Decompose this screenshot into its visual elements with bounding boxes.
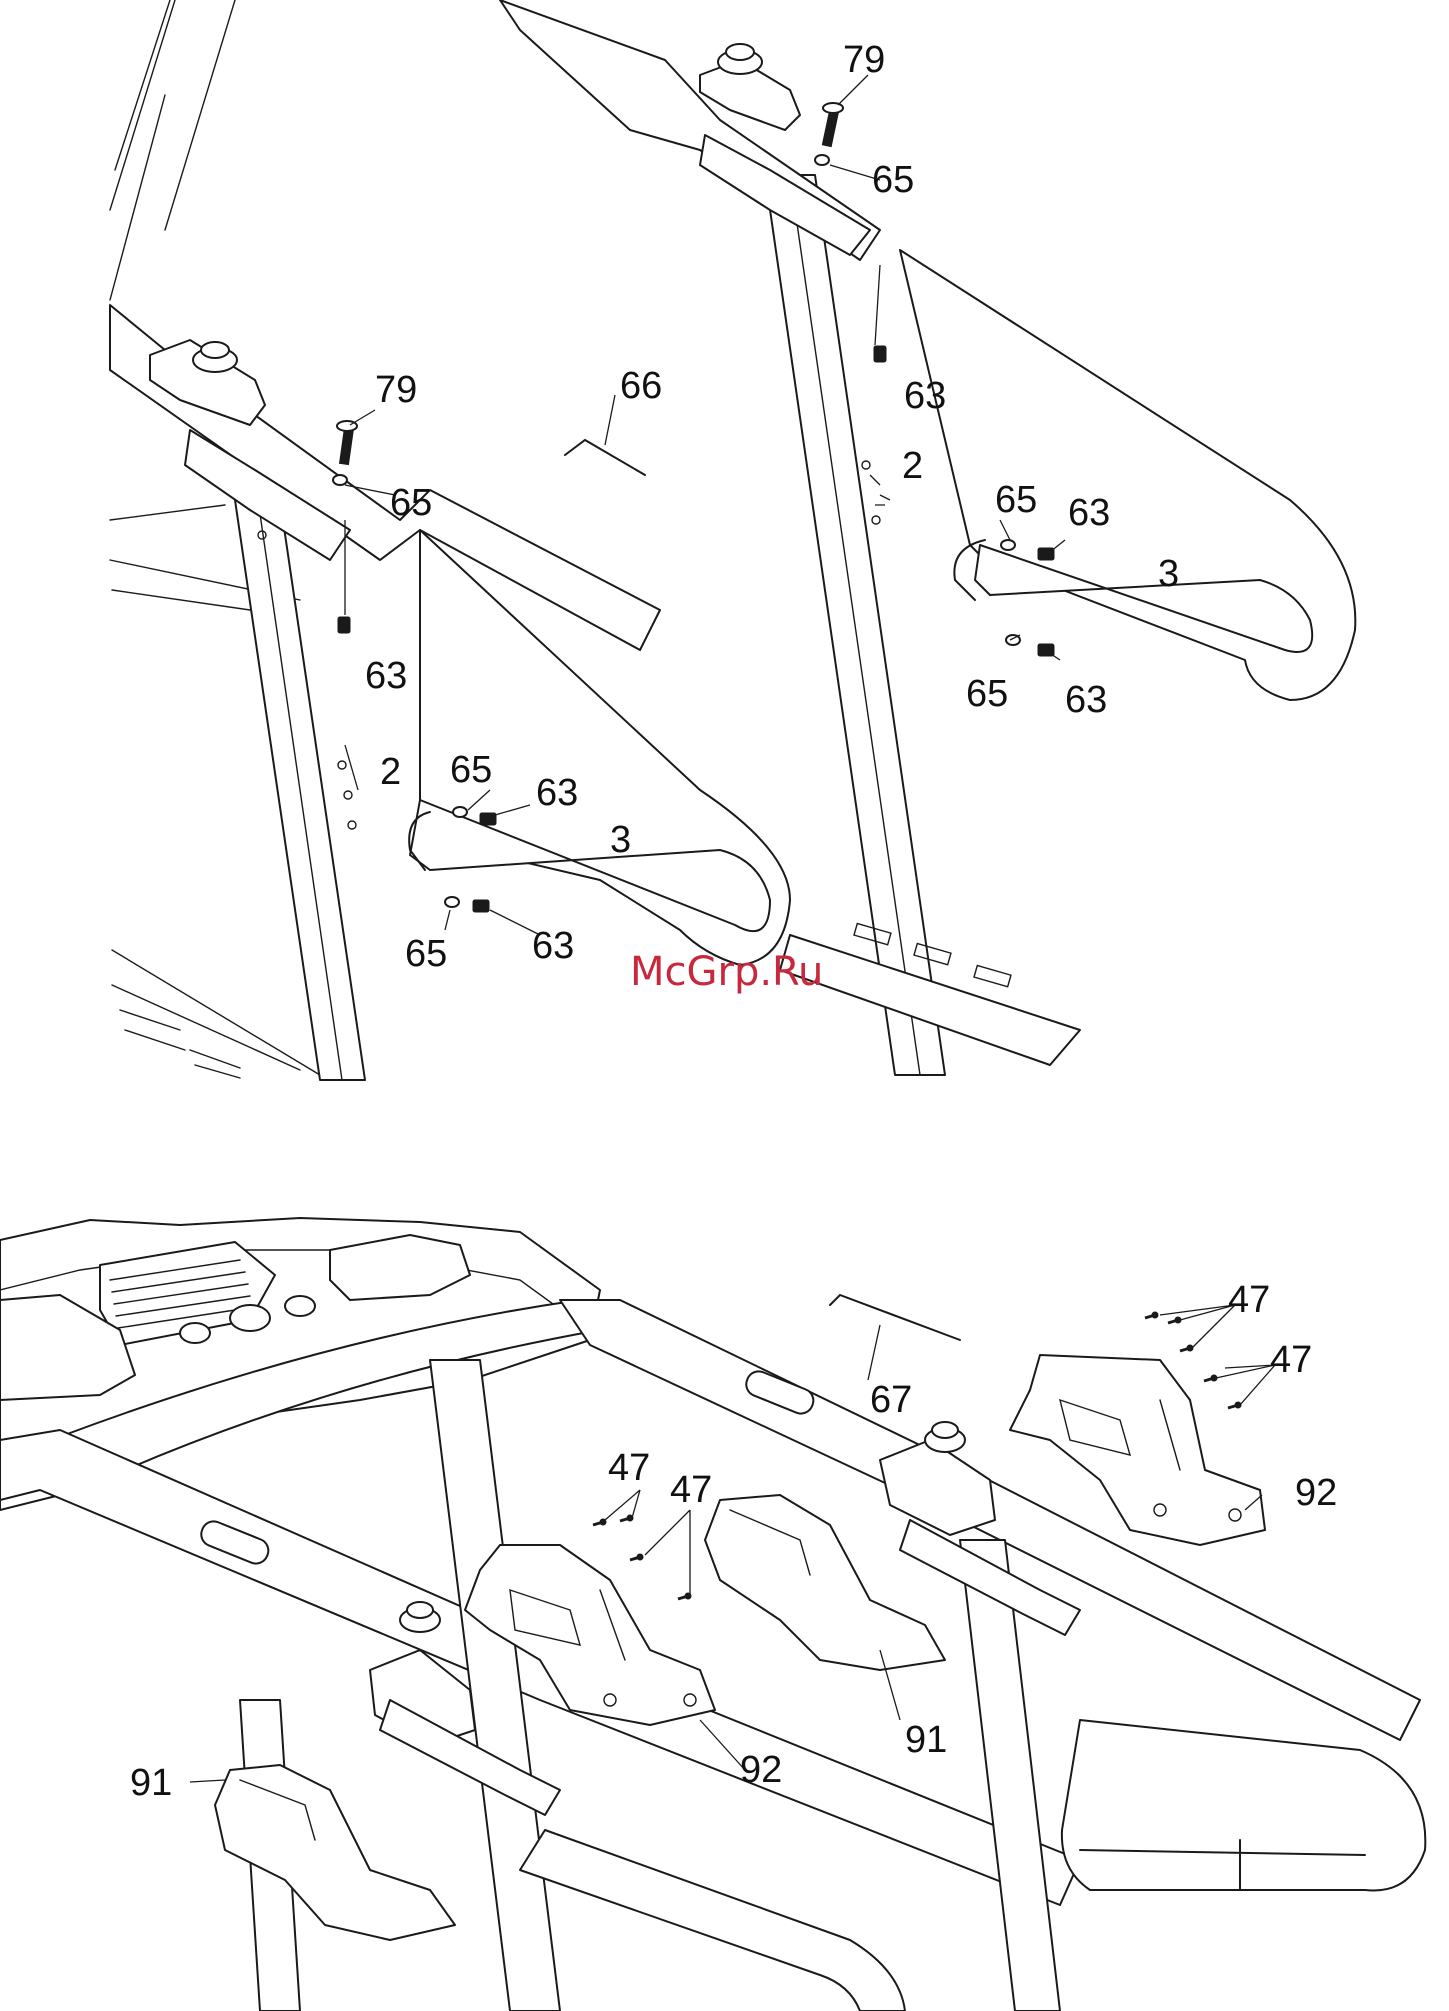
callout-47: 47 <box>608 1447 650 1489</box>
watermark: McGrp.Ru <box>630 949 823 995</box>
callout-2: 2 <box>902 445 923 487</box>
callout-47: 47 <box>1228 1279 1270 1321</box>
handlebar-bottom-right <box>1062 1720 1425 1891</box>
console-button <box>285 1296 315 1316</box>
callout-92: 92 <box>740 1749 782 1791</box>
callout-65: 65 <box>966 673 1008 715</box>
callout-79: 79 <box>843 39 885 81</box>
bolt-63 <box>874 346 886 362</box>
callout-63: 63 <box>365 655 407 697</box>
console-button <box>230 1305 270 1331</box>
top-frame-slots <box>120 1010 240 1078</box>
hex-key-67 <box>830 1295 960 1340</box>
callout-79: 79 <box>375 369 417 411</box>
callout-65: 65 <box>390 482 432 524</box>
callout-63: 63 <box>532 925 574 967</box>
switch-bracket-bottom-right <box>880 1440 995 1535</box>
callout-65: 65 <box>872 159 914 201</box>
callout-3: 3 <box>610 819 631 861</box>
screw-79-left <box>337 421 357 465</box>
callout-65: 65 <box>405 933 447 975</box>
callout-2: 2 <box>380 751 401 793</box>
cover-91-left <box>215 1765 455 1940</box>
washer-65 <box>1001 540 1015 550</box>
callout-63: 63 <box>1068 492 1110 534</box>
callout-47: 47 <box>670 1469 712 1511</box>
bottom-assembly: 47 47 67 92 47 47 91 92 91 <box>0 1218 1425 2011</box>
callout-91: 91 <box>905 1719 947 1761</box>
washer-65 <box>453 807 467 817</box>
callout-91: 91 <box>130 1762 172 1804</box>
top-frame-base <box>112 950 320 1075</box>
screw-79-right <box>822 103 843 147</box>
callout-63: 63 <box>1065 679 1107 721</box>
callout-65: 65 <box>450 749 492 791</box>
console-button <box>180 1323 210 1343</box>
washer-65 <box>333 475 347 485</box>
callout-66: 66 <box>620 365 662 407</box>
top-assembly: 79 65 63 79 65 66 63 2 2 65 63 3 65 63 6… <box>110 0 1355 1080</box>
callout-63: 63 <box>536 772 578 814</box>
callout-65: 65 <box>995 479 1037 521</box>
handlebar-bottom-left <box>520 1830 905 2011</box>
callout-67: 67 <box>870 1379 912 1421</box>
callout-3: 3 <box>1158 553 1179 595</box>
bolt-63 <box>338 617 350 633</box>
top-frame-lines <box>110 0 235 300</box>
bolt-63 <box>1038 548 1054 560</box>
callout-92: 92 <box>1295 1472 1337 1514</box>
bolt-63 <box>480 813 496 825</box>
callout-63: 63 <box>904 375 946 417</box>
washer-65 <box>445 897 459 907</box>
washer-65 <box>815 155 829 165</box>
bolt-63 <box>473 900 489 912</box>
callout-47: 47 <box>1270 1339 1312 1381</box>
hex-key-66 <box>565 440 645 475</box>
